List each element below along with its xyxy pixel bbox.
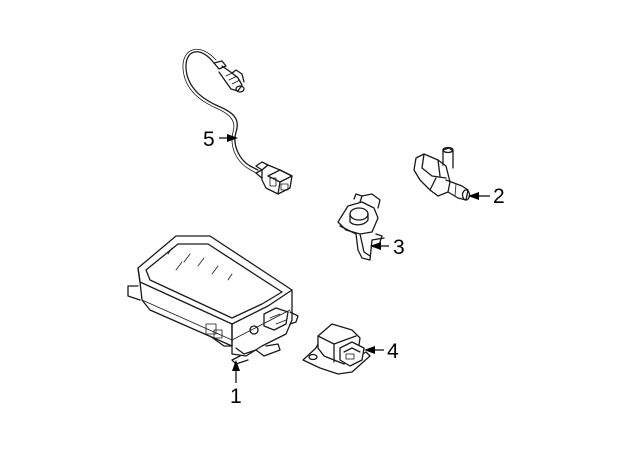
callout-4: 4 [387, 340, 399, 363]
leader-2 [468, 192, 490, 200]
part-1-charcoal-canister[interactable] [127, 235, 299, 365]
part-4-module[interactable] [302, 323, 371, 375]
callout-1: 1 [230, 385, 242, 408]
leader-1 [232, 360, 240, 383]
leader-5 [219, 134, 238, 142]
callout-5: 5 [203, 128, 215, 151]
leader-3 [370, 242, 389, 250]
callout-2: 2 [493, 185, 505, 208]
part-5-oxygen-sensor[interactable] [182, 48, 293, 195]
leader-4 [364, 346, 384, 354]
part-3-bracket[interactable] [337, 193, 385, 261]
part-2-purge-valve[interactable] [413, 146, 471, 201]
callout-3: 3 [393, 236, 405, 259]
